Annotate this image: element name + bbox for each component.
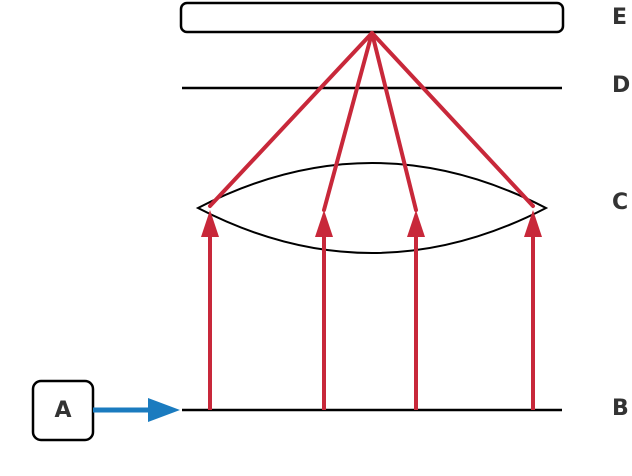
converging-rays <box>208 31 535 212</box>
lens-c <box>195 162 549 254</box>
arrowhead-icon <box>407 210 425 237</box>
arrowhead-icon <box>524 210 542 237</box>
ray-arrowheads <box>201 210 542 237</box>
arrowhead-icon <box>201 210 219 237</box>
label-c: C <box>612 190 629 215</box>
arrowhead-icon <box>315 210 333 237</box>
incident-rays <box>208 234 535 410</box>
label-b: B <box>612 396 629 421</box>
label-e: E <box>612 5 628 30</box>
label-d: D <box>612 73 631 98</box>
label-a: A <box>54 398 72 423</box>
input-arrow-head-icon <box>148 398 180 422</box>
plate-e <box>179 1 565 34</box>
